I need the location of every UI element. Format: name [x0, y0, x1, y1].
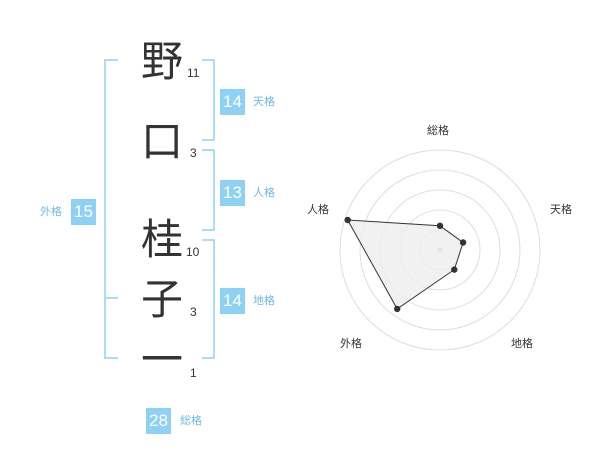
bracket-lines [104, 59, 215, 359]
stroke-count-2: 3 [190, 146, 197, 160]
stroke-count-3: 10 [186, 245, 200, 259]
chikaku-badge: 14 [220, 288, 245, 314]
name-char-3: 桂 [140, 215, 183, 264]
soukaku-label: 総格 [180, 414, 202, 427]
radar-point-2 [459, 239, 467, 246]
radar-ring-2 [359, 169, 521, 331]
radar-point-4 [394, 305, 401, 313]
soukaku-badge: 28 [146, 408, 171, 434]
stroke-count-4: 3 [190, 305, 197, 319]
radar-point-1 [436, 222, 444, 229]
radar-axis-label-gaikaku: 外格 [340, 337, 362, 350]
name-char-4: 子 [140, 275, 183, 324]
chikaku-bracket [202, 239, 215, 359]
gaikaku-badge: 15 [71, 199, 96, 225]
tenkaku-badge: 14 [220, 89, 245, 115]
tenkaku-bracket [202, 59, 215, 141]
gaikaku-bracket [104, 59, 118, 359]
radar-axis-label-jinkaku: 人格 [307, 203, 329, 216]
stroke-count-1: 11 [187, 66, 200, 80]
gaikaku-label: 外格 [40, 205, 62, 218]
radar-ring-1 [339, 149, 541, 351]
radar-point-5 [344, 216, 351, 224]
radar-axis-label-tenkaku: 天格 [550, 203, 572, 216]
radar-point-3 [451, 266, 458, 273]
chikaku-label: 地格 [253, 294, 275, 307]
name-char-2: 口 [140, 117, 183, 166]
jinkaku-label: 人格 [253, 186, 275, 199]
name-char-5: 一 [140, 335, 183, 384]
tenkaku-label: 天格 [253, 95, 275, 108]
jinkaku-badge: 13 [220, 180, 245, 206]
jinkaku-bracket [202, 149, 215, 231]
radar-axis-label-chikaku: 地格 [511, 337, 533, 350]
radar-axis-label-soukaku: 総格 [427, 124, 449, 137]
radar-chart [339, 149, 541, 351]
name-char-1: 野 [140, 37, 183, 86]
radar-series-polygon [346, 219, 464, 310]
stroke-count-5: 1 [190, 366, 197, 380]
